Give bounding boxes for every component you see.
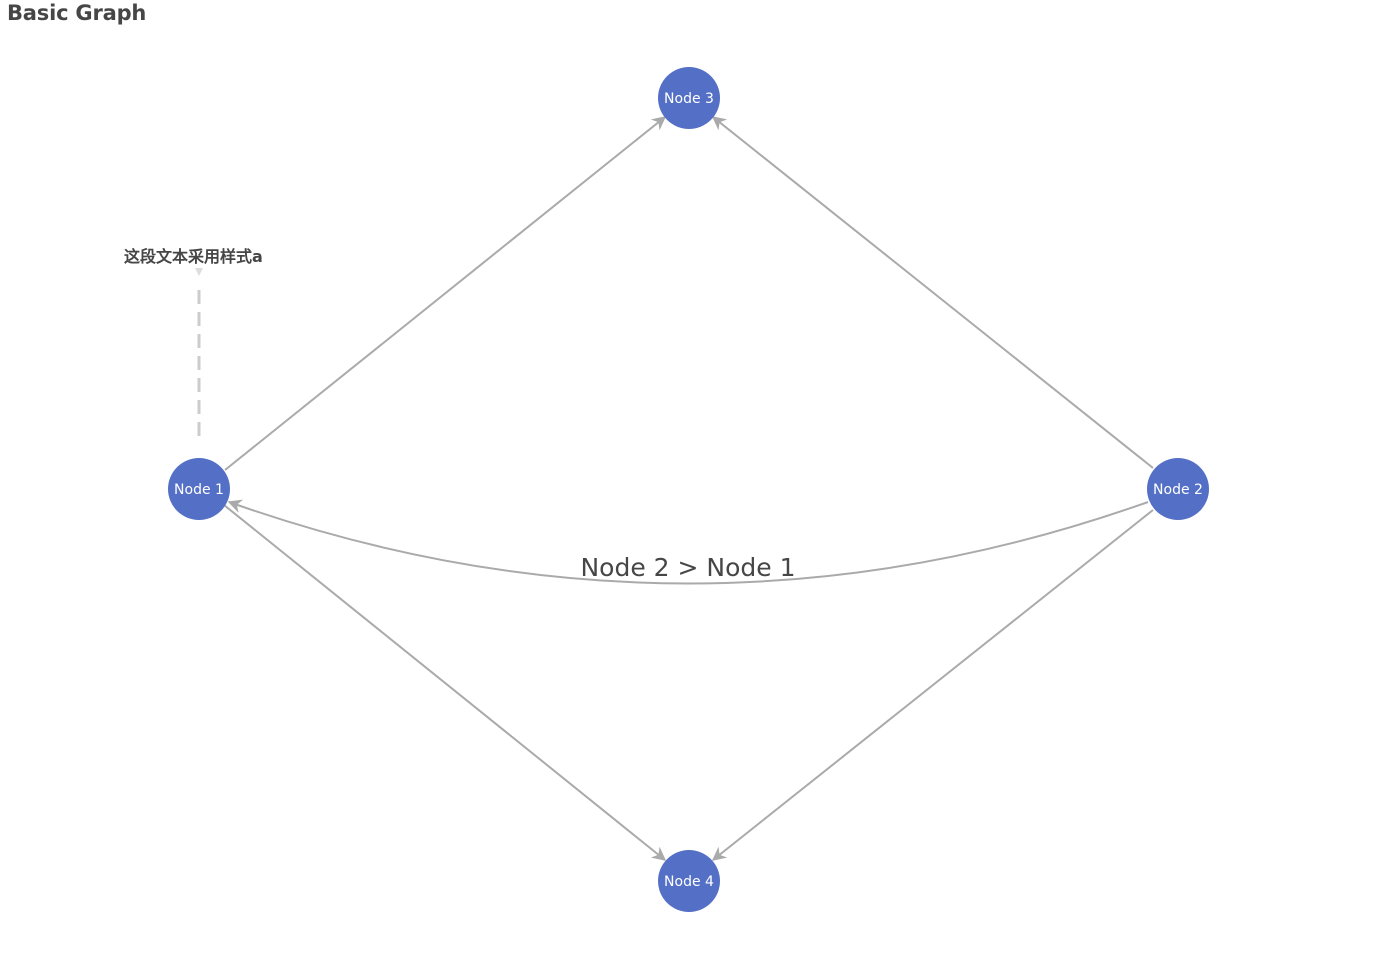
edge-node1-node4[interactable] (223, 504, 667, 861)
graph-node-2-label: Node 2 (1153, 482, 1203, 498)
graph-node-1[interactable]: Node 1 (168, 458, 230, 520)
page-title: Basic Graph (7, 1, 147, 25)
graph-node-3[interactable]: Node 3 (658, 67, 720, 129)
graph-node-1-label: Node 1 (174, 482, 224, 498)
edge-node2-node3[interactable] (711, 116, 1154, 469)
edge-label-node2-node1: Node 2 > Node 1 (580, 553, 795, 582)
annotation-pointer (195, 268, 203, 276)
graph-node-3-label: Node 3 (664, 91, 714, 107)
edge-node1-node3[interactable] (224, 116, 667, 471)
graph-node-4[interactable]: Node 4 (658, 850, 720, 912)
annotation-text: 这段文本采用样式a (124, 247, 263, 266)
edge-node2-node1[interactable] (227, 499, 1149, 585)
edge-node2-node4[interactable] (711, 509, 1154, 861)
graph-node-2[interactable]: Node 2 (1147, 458, 1209, 520)
graph-node-4-label: Node 4 (664, 874, 714, 890)
